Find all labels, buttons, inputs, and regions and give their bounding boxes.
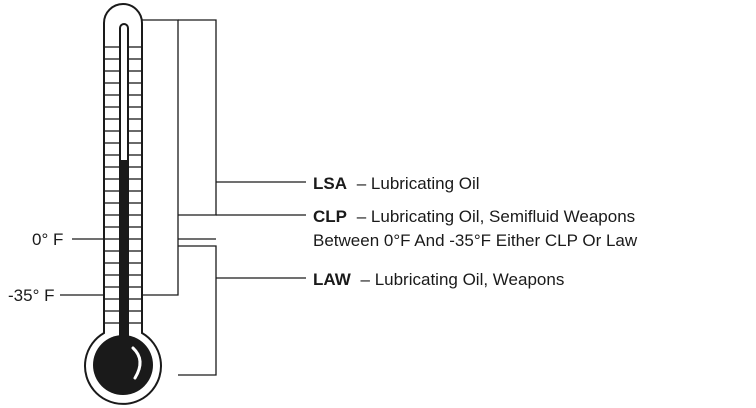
thermometer-inner-tube <box>119 23 129 355</box>
bracket-clp <box>142 19 179 296</box>
mercury-column <box>120 160 128 360</box>
thermometer-outline <box>84 3 162 405</box>
temp-label-minus35f: -35° F <box>8 286 54 305</box>
range-note: Between 0°F And -35°F Either CLP Or Law <box>313 231 638 250</box>
legend-desc-law: – Lubricating Oil, Weapons <box>361 270 565 289</box>
temp-label-0f: 0° F <box>32 230 63 249</box>
legend-desc-clp: – Lubricating Oil, Semifluid Weapons <box>357 207 635 226</box>
bracket-law <box>178 245 217 376</box>
legend-item-law: LAW – Lubricating Oil, Weapons <box>313 270 564 289</box>
scale-ticks <box>104 46 142 324</box>
legend-code-lsa: LSA <box>313 174 347 193</box>
legend-code-law: LAW <box>313 270 352 289</box>
thermometer-bulb <box>93 335 153 395</box>
legend-item-clp: CLP – Lubricating Oil, Semifluid Weapons <box>313 207 635 226</box>
legend-desc-lsa: – Lubricating Oil <box>357 174 480 193</box>
legend-code-clp: CLP <box>313 207 347 226</box>
bracket-lsa <box>178 19 217 216</box>
bulb-highlight <box>131 346 142 380</box>
legend-item-lsa: LSA – Lubricating Oil <box>313 174 480 193</box>
thermometer <box>84 3 162 405</box>
range-brackets <box>142 19 306 376</box>
